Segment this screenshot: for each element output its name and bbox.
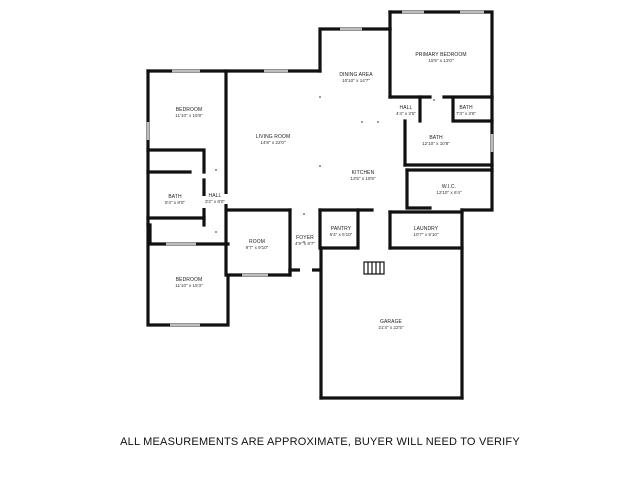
room-dims-wic: 12'10" x 6'4" <box>436 190 462 195</box>
room-name-bath-left: BATH <box>168 194 182 200</box>
room-name-primary-bedroom: PRIMARY BEDROOM <box>415 52 466 58</box>
room-dims-bedroom-bottom: 11'10" x 15'3" <box>175 283 203 288</box>
room-name-room: ROOM <box>249 239 265 245</box>
room-name-bedroom-bottom: BEDROOM <box>176 277 203 283</box>
room-name-foyer: FOYER <box>296 235 314 241</box>
room-name-wic: W.I.C. <box>442 184 456 190</box>
room-dims-dining: 10'10" x 14'7" <box>342 78 370 83</box>
room-name-dining: DINING AREA <box>339 72 373 78</box>
room-dims-bath-primary: 12'10" x 10'8" <box>422 141 450 146</box>
room-dims-bedroom-top: 11'10" x 15'9" <box>175 113 203 118</box>
room-dims-kitchen: 13'5" x 18'8" <box>350 176 376 181</box>
room-name-kitchen: KITCHEN <box>352 170 375 176</box>
room-dims-pantry: 6'4" x 5'10" <box>330 232 353 237</box>
room-name-bath-primary: BATH <box>429 135 443 141</box>
room-dims-bath-small: 7'3" x 3'6" <box>456 111 476 116</box>
room-name-bath-small: BATH <box>459 105 473 111</box>
room-name-bedroom-top: BEDROOM <box>176 107 203 113</box>
room-dims-bath-left: 8'4" x 8'0" <box>165 200 185 205</box>
room-name-hall-top: HALL <box>400 105 413 111</box>
windows <box>146 10 494 327</box>
room-dims-primary-bedroom: 15'5" x 13'0" <box>428 58 454 63</box>
room-dims-hall-top: 4'4" x 3'5" <box>396 111 416 116</box>
room-name-hall-left: HALL <box>209 193 222 199</box>
room-dims-room: 9'7" x 9'10" <box>246 245 269 250</box>
room-dims-garage: 21'4" x 22'5" <box>378 325 404 330</box>
room-dims-living: 14'8" x 22'0" <box>260 140 286 145</box>
room-name-garage: GARAGE <box>380 319 403 325</box>
door-openings <box>201 194 386 273</box>
room-name-living: LIVING ROOM <box>256 134 290 140</box>
measurement-disclaimer: ALL MEASUREMENTS ARE APPROXIMATE, BUYER … <box>120 436 520 448</box>
room-name-pantry: PANTRY <box>331 226 352 232</box>
stairs-icon <box>363 261 385 275</box>
room-labels: DINING AREA 10'10" x 14'7" PRIMARY BEDRO… <box>165 52 476 330</box>
room-dims-hall-left: 3'2" x 8'0" <box>205 199 225 204</box>
fixture-markers <box>215 96 435 243</box>
room-dims-laundry: 10'7" x 5'10" <box>413 232 439 237</box>
room-dims-foyer: 4'9" x 8'7" <box>295 241 315 246</box>
room-name-laundry: LAUNDRY <box>414 226 439 232</box>
